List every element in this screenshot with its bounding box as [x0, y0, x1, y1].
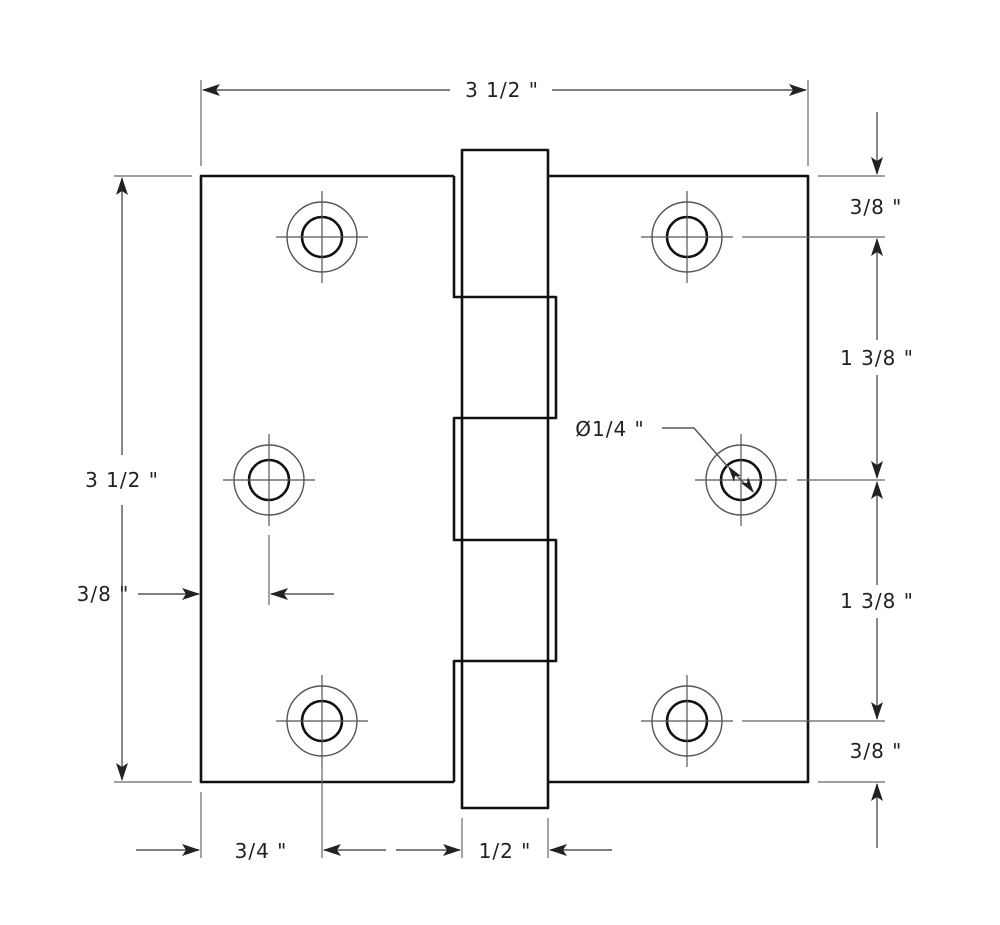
- dim-overall-height: 3 1/2 ": [85, 175, 192, 783]
- left-leaf: [199, 174, 462, 784]
- right-leaf: [548, 174, 810, 784]
- label-bottom-edge-to-hole: 3/8 ": [850, 739, 903, 763]
- dim-overall-width: 3 1/2 ": [200, 78, 809, 166]
- dim-left-edge-to-hole: 3/8 ": [77, 535, 334, 606]
- dim-bottom-chain: 3/4 " 1/2 ": [136, 767, 612, 863]
- dim-hole-diameter: Ø1/4 ": [575, 417, 754, 493]
- screw-hole-right-bottom: [641, 675, 733, 767]
- label-hole-diameter: Ø1/4 ": [575, 417, 645, 441]
- dim-right-vertical-chain: 3/8 " 1 3/8 " 1 3/8 " 3/8 ": [742, 112, 914, 848]
- label-hole-spacing-upper: 1 3/8 ": [840, 346, 914, 370]
- label-hole-spacing-lower: 1 3/8 ": [840, 589, 914, 613]
- screw-hole-left-bottom: [276, 675, 368, 767]
- label-overall-width: 3 1/2 ": [465, 78, 539, 102]
- label-overall-height: 3 1/2 ": [85, 468, 159, 492]
- label-edge-to-hole-column: 3/4 ": [235, 839, 288, 863]
- label-left-edge-to-hole: 3/8 ": [77, 582, 130, 606]
- screw-hole-left-top: [276, 191, 368, 283]
- screw-hole-right-top: [641, 191, 733, 283]
- screw-hole-left-middle: [223, 434, 315, 526]
- label-top-edge-to-hole: 3/8 ": [850, 195, 903, 219]
- knuckle-barrel: [460, 148, 550, 810]
- label-knuckle-width: 1/2 ": [479, 839, 532, 863]
